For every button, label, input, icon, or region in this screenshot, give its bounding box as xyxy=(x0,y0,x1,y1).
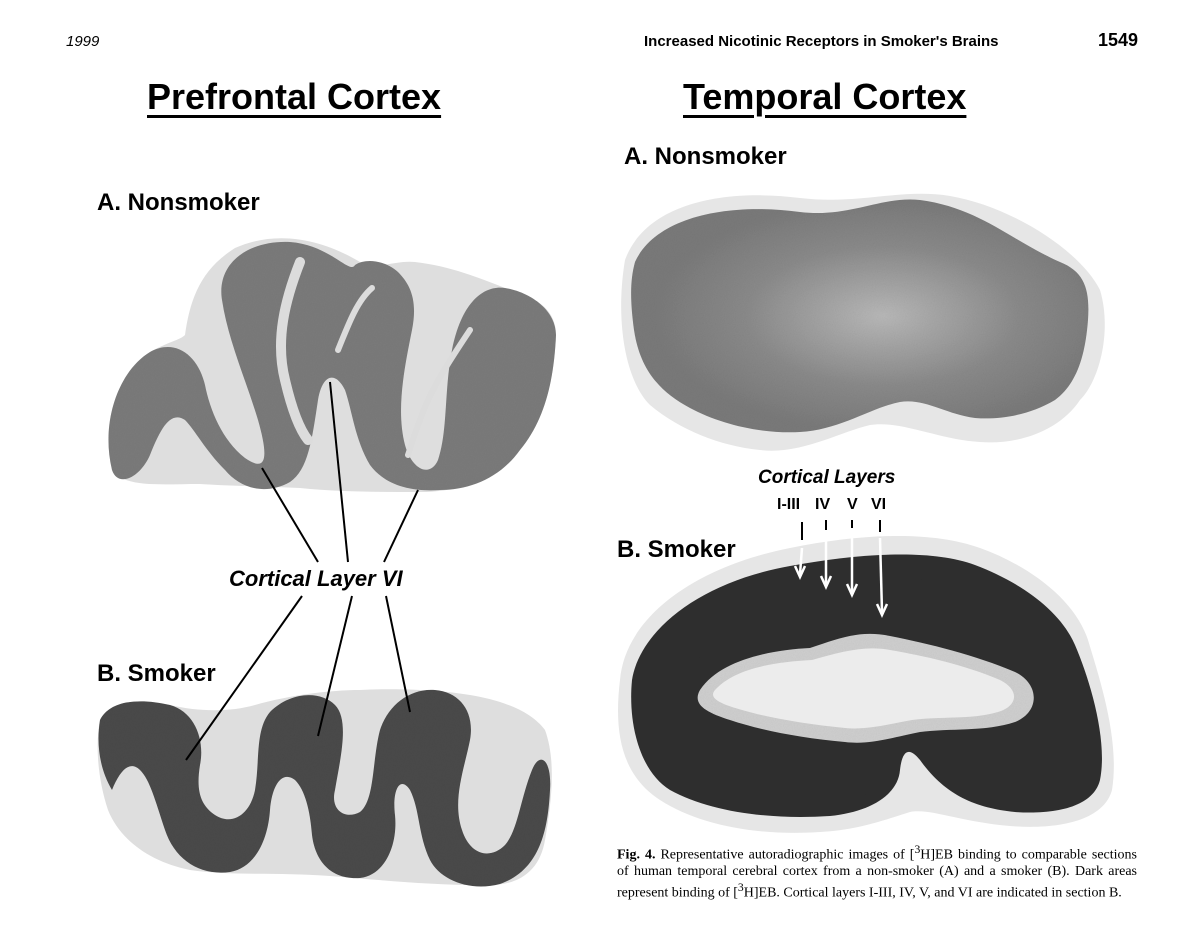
prefrontal-cortex-title: Prefrontal Cortex xyxy=(147,76,442,117)
page-number: 1549 xyxy=(1098,30,1139,50)
journal-year: 1999 xyxy=(66,33,100,50)
layer-label-iv: IV xyxy=(815,496,831,513)
layer-label-v: V xyxy=(847,496,858,513)
prefrontal-nonsmoker-label: A. Nonsmoker xyxy=(97,189,260,216)
temporal-cortex-title: Temporal Cortex xyxy=(683,76,967,117)
temporal-smoker-label: B. Smoker xyxy=(617,536,736,563)
layer-label-vi: VI xyxy=(871,496,887,513)
cortical-layers-label: Cortical Layers xyxy=(758,467,896,488)
caption-text-2: H]EB binding to comparable sections of h… xyxy=(617,847,1138,901)
figure-label: Fig. 4. xyxy=(617,847,656,863)
caption-superscript-2: 3 xyxy=(737,880,744,894)
prefrontal-smoker-label: B. Smoker xyxy=(97,660,216,687)
prefrontal-smoker-section xyxy=(97,689,552,887)
temporal-nonsmoker-section xyxy=(621,193,1105,451)
prefrontal-nonsmoker-section xyxy=(108,238,556,492)
layer-label-i-iii: I-III xyxy=(777,496,801,513)
temporal-smoker-section xyxy=(618,535,1114,833)
caption-text-3: H]EB. Cortical layers I-III, IV, V, and … xyxy=(743,885,1122,901)
cortical-layer-vi-label: Cortical Layer VI xyxy=(229,566,403,591)
caption-text-1: Representative autoradiographic images o… xyxy=(655,847,915,863)
running-title: Increased Nicotinic Receptors in Smoker'… xyxy=(644,33,999,50)
temporal-nonsmoker-label: A. Nonsmoker xyxy=(624,143,787,170)
layer-vi-pointer-lines xyxy=(185,381,419,761)
caption-superscript: 3 xyxy=(914,843,921,856)
figure-caption: Fig. 4. Representative autoradiographic … xyxy=(617,842,1137,901)
layer-arrows xyxy=(793,520,889,619)
